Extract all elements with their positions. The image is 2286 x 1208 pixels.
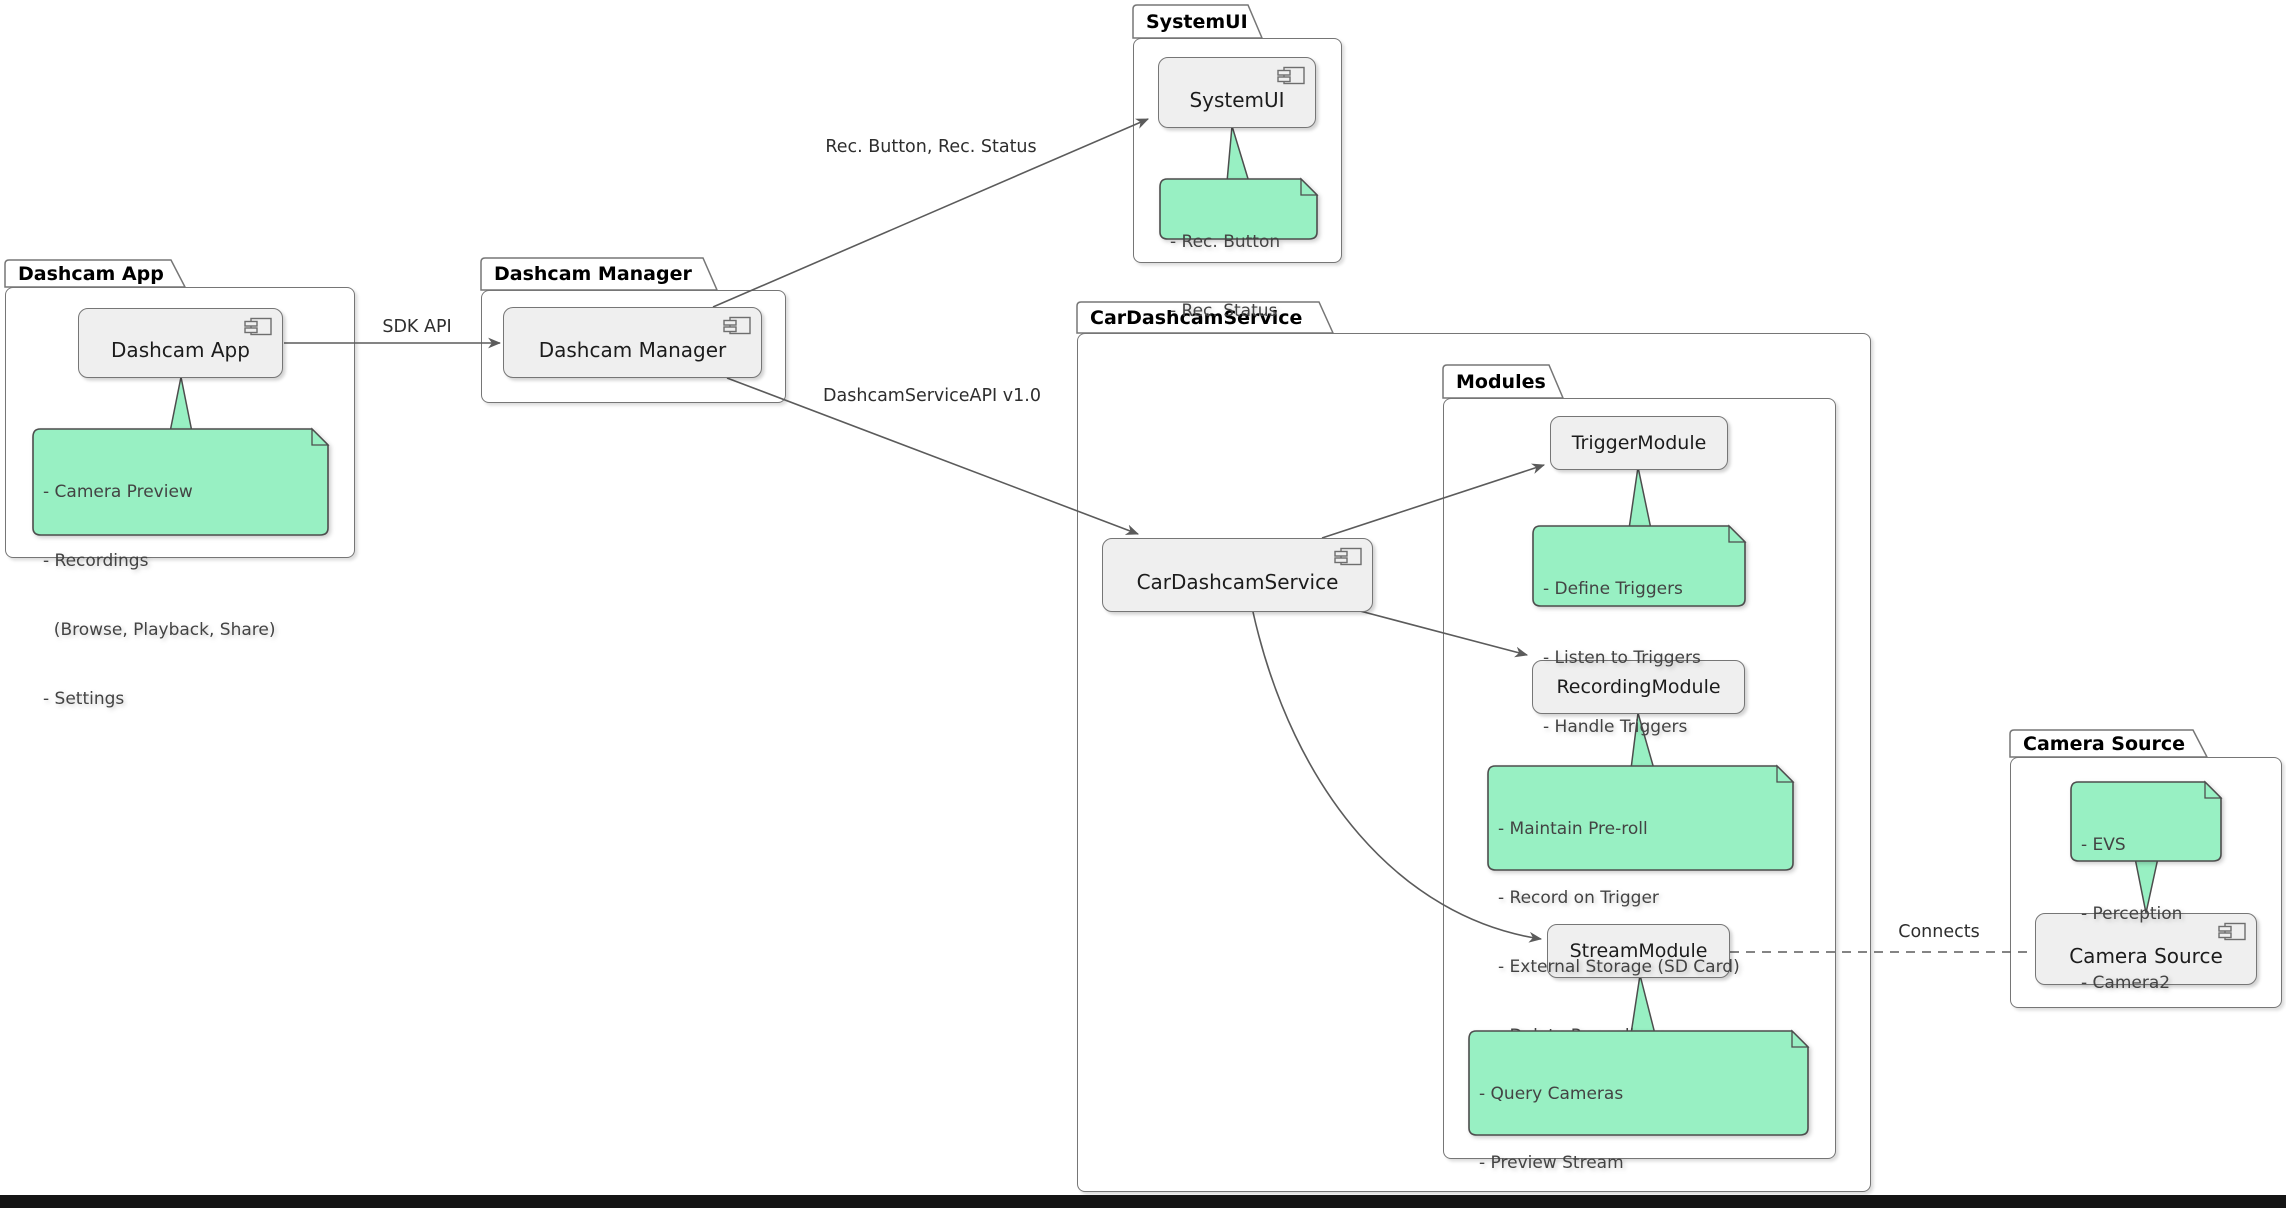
- package-title-camera-source: Camera Source: [2023, 732, 2186, 755]
- package-title-dashcam-manager: Dashcam Manager: [494, 263, 692, 285]
- note-shape: [1532, 524, 1747, 607]
- component-camera-source: Camera Source: [2035, 913, 2257, 985]
- note-stream-module: - Query Cameras - Preview Stream - Snaps…: [1468, 1029, 1810, 1173]
- component-dashcam-manager: Dashcam Manager: [503, 307, 762, 378]
- note-line: - Handle Triggers: [1543, 717, 1688, 737]
- note-line: - Settings: [43, 689, 125, 709]
- note-text: - Define Triggers - Listen to Triggers -…: [1543, 532, 1739, 785]
- component-label: StreamModule: [1569, 940, 1708, 962]
- package-tab-system-ui: [1132, 4, 1264, 39]
- component-dashcam-app: Dashcam App: [78, 308, 283, 378]
- component-label: Dashcam Manager: [538, 337, 727, 362]
- package-tab-car-dashcam-service: [1076, 301, 1335, 334]
- note-recording-module: - Maintain Pre-roll - Record on Trigger …: [1487, 764, 1795, 1046]
- note-shape: [2070, 780, 2223, 862]
- note-dashcam-app: - Camera Preview - Recordings (Browse, P…: [32, 427, 330, 709]
- component-icon: [1334, 547, 1362, 566]
- package-title-dashcam-app: Dashcam App: [18, 262, 164, 285]
- note-text: - Query Cameras - Preview Stream - Snaps…: [1479, 1037, 1802, 1208]
- note-line: - Perception: [2081, 904, 2183, 924]
- package-tab-modules: [1442, 364, 1565, 399]
- note-system-ui: - Rec. Button - Rec. Status: [1159, 177, 1319, 321]
- component-label: RecordingModule: [1556, 676, 1721, 698]
- component-car-dashcam-service: CarDashcamService: [1102, 538, 1373, 612]
- note-shape: [1468, 1029, 1810, 1136]
- component-label: Camera Source: [2069, 944, 2223, 968]
- edge-rec-button-status: [712, 118, 1149, 308]
- package-title-modules: Modules: [1456, 370, 1546, 393]
- note-line: - Recordings: [43, 551, 149, 571]
- edge-label-rec-button-status: Rec. Button, Rec. Status: [825, 137, 1037, 157]
- edge-to-trigger-module: [1321, 463, 1546, 539]
- edge-to-stream-module: [1252, 611, 1543, 943]
- note-line: - Query Cameras: [1479, 1084, 1624, 1104]
- component-label: SystemUI: [1189, 87, 1285, 112]
- component-system-ui: SystemUI: [1158, 57, 1316, 128]
- note-shape: [32, 427, 330, 536]
- note-line: - Record on Trigger: [1498, 888, 1659, 908]
- note-text: - Rec. Button - Rec. Status: [1170, 185, 1311, 369]
- component-icon: [1277, 66, 1305, 85]
- note-line: - Camera Preview: [43, 482, 193, 502]
- component-icon: [2218, 922, 2246, 941]
- note-tail-system-ui: [1226, 125, 1250, 183]
- note-camera-source: - EVS - Perception - Camera2: [2070, 780, 2223, 993]
- edge-label-dashcam-service-api: DashcamServiceAPI v1.0: [823, 386, 1041, 406]
- note-line: - External Storage (SD Card): [1498, 957, 1740, 977]
- edge-dashcam-service-api: [726, 377, 1140, 535]
- package-tab-dashcam-manager: [480, 257, 719, 291]
- note-line: - Preview Stream: [1479, 1153, 1624, 1173]
- note-line: - Rec. Status: [1170, 301, 1278, 321]
- component-label: Dashcam App: [111, 338, 250, 362]
- component-trigger-module: TriggerModule: [1550, 416, 1728, 470]
- note-trigger-module: - Define Triggers - Listen to Triggers -…: [1532, 524, 1747, 737]
- package-title-system-ui: SystemUI: [1146, 10, 1248, 33]
- note-tail-trigger-module: [1628, 466, 1652, 530]
- note-shape: [1487, 764, 1795, 871]
- component-stream-module: StreamModule: [1547, 924, 1730, 978]
- note-line: - Listen to Triggers: [1543, 648, 1701, 668]
- edge-label-sdk-api: SDK API: [382, 317, 452, 337]
- note-shape: [1159, 177, 1319, 240]
- note-line: - Maintain Pre-roll: [1498, 819, 1648, 839]
- component-recording-module: RecordingModule: [1532, 660, 1745, 714]
- note-tail-dashcam-app: [169, 376, 193, 433]
- component-label: TriggerModule: [1571, 432, 1707, 454]
- note-line: - Rec. Button: [1170, 232, 1281, 252]
- note-line: (Browse, Playback, Share): [43, 620, 276, 640]
- note-line: - Define Triggers: [1543, 579, 1683, 599]
- component-icon: [244, 317, 272, 336]
- package-title-car-dashcam-service: CarDashcamService: [1090, 306, 1303, 329]
- package-tab-dashcam-app: [4, 259, 187, 288]
- edge-label-connects: Connects: [1898, 922, 1980, 942]
- component-icon: [723, 316, 751, 335]
- package-tab-camera-source: [2009, 729, 2209, 758]
- component-label: CarDashcamService: [1136, 570, 1339, 594]
- note-line: - Camera2: [2081, 973, 2171, 993]
- note-text: - Camera Preview - Recordings (Browse, P…: [43, 435, 322, 757]
- bottom-window-edge: [0, 1195, 2286, 1208]
- edge-to-recording-module: [1359, 610, 1529, 658]
- note-text: - EVS - Perception - Camera2: [2081, 788, 2215, 1041]
- note-line: - EVS: [2081, 835, 2126, 855]
